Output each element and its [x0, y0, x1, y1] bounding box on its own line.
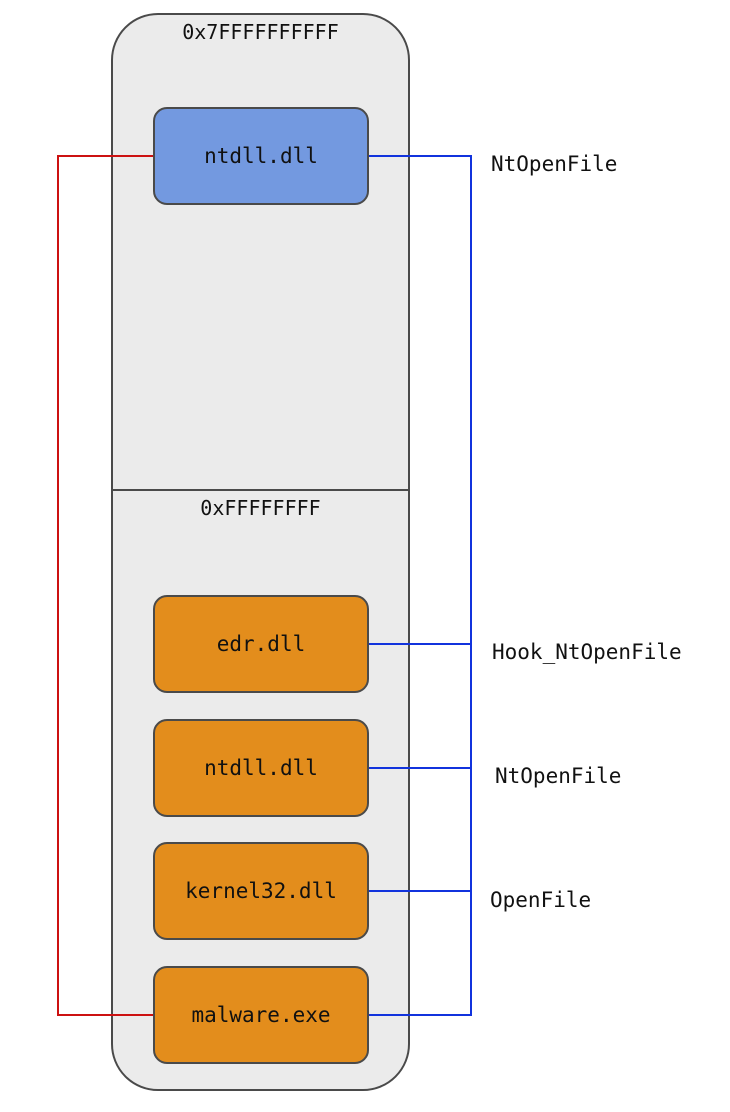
kernel-ntopenfile-label: NtOpenFile	[491, 152, 618, 176]
kernel-top-address-label: 0x7FFFFFFFFFF	[182, 20, 339, 44]
hooked-call-line	[369, 155, 472, 1016]
kernel-ntdll-module: ntdll.dll	[153, 107, 369, 205]
hook-ntopenfile-label: Hook_NtOpenFile	[492, 640, 682, 664]
user-ntopenfile-label: NtOpenFile	[495, 764, 622, 788]
edr-module: edr.dll	[153, 595, 369, 693]
openfile-label: OpenFile	[490, 888, 592, 912]
malware-module: malware.exe	[153, 966, 369, 1064]
user-top-address-label: 0xFFFFFFFF	[200, 496, 321, 520]
kernel32-module: kernel32.dll	[153, 842, 369, 940]
user-ntdll-module: ntdll.dll	[153, 719, 369, 817]
address-space-container	[111, 13, 410, 1091]
direct-syscall-line	[57, 155, 153, 1016]
